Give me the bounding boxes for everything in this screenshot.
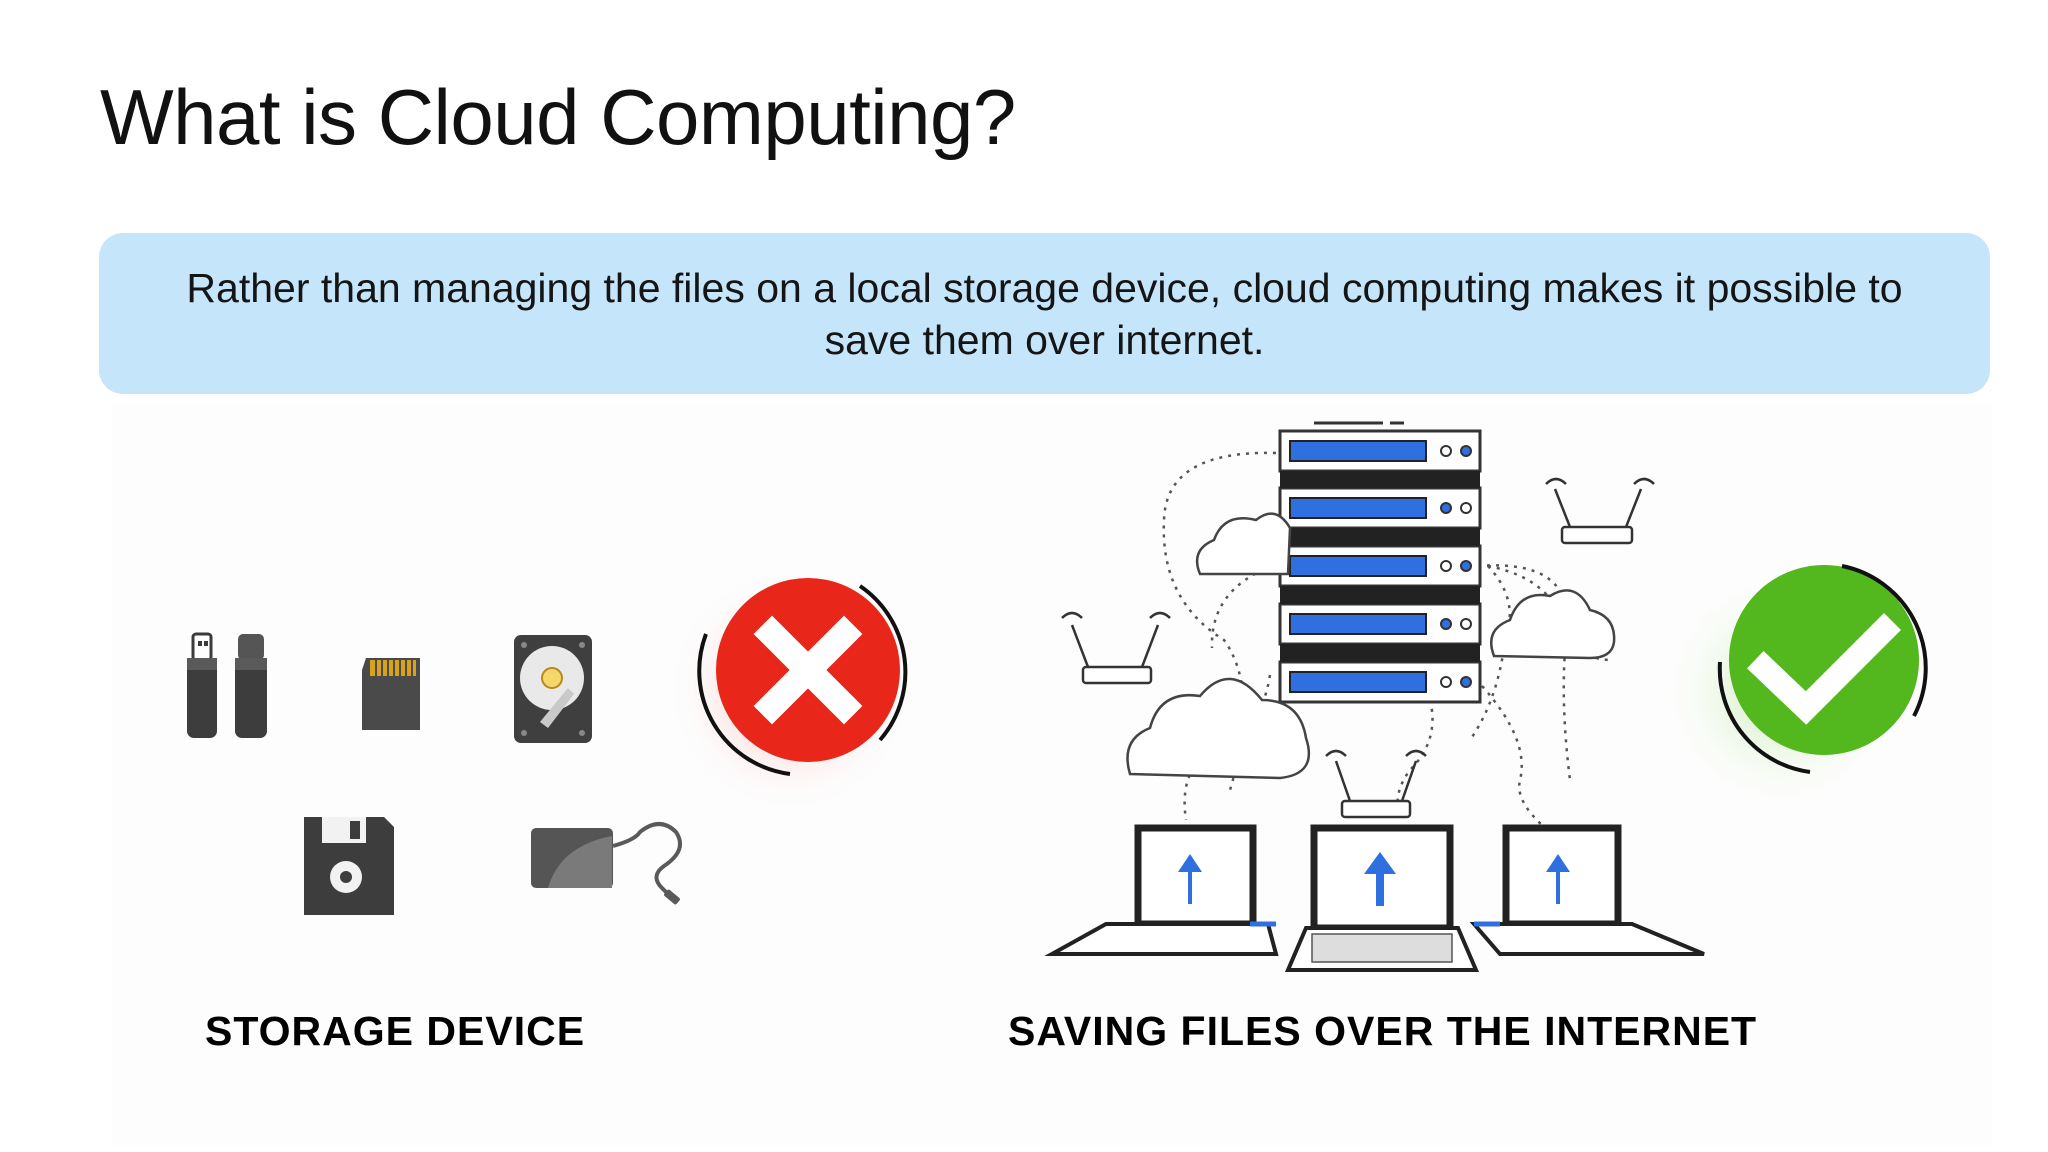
- router-icon: [1545, 477, 1655, 545]
- router-icon: [1325, 749, 1427, 819]
- hard-disk-icon: [514, 635, 592, 743]
- definition-callout: Rather than managing the files on a loca…: [99, 233, 1990, 394]
- laptop-upload-icon: [1284, 824, 1480, 972]
- storage-device-caption: STORAGE DEVICE: [205, 1008, 586, 1054]
- page-title: What is Cloud Computing?: [100, 73, 1016, 161]
- internet-saving-caption: SAVING FILES OVER THE INTERNET: [1008, 1008, 1758, 1054]
- check-mark-icon: [1655, 564, 1928, 815]
- sd-card-icon: [362, 658, 420, 730]
- server-rack-icon: [1278, 421, 1482, 704]
- floppy-disk-icon: [304, 817, 394, 915]
- cross-mark-icon: [665, 565, 915, 815]
- callout-text: Rather than managing the files on a loca…: [186, 264, 1903, 363]
- laptop-upload-icon: [1469, 824, 1705, 956]
- cloud-icon: [1126, 677, 1311, 780]
- cloud-icon: [1195, 512, 1292, 576]
- illustration-panel: [112, 405, 1992, 1145]
- cloud-icon: [1490, 589, 1616, 660]
- laptop-upload-icon: [1044, 824, 1279, 956]
- external-drive-icon: [531, 822, 682, 905]
- usb-drive-icon: [187, 632, 267, 738]
- router-icon: [1061, 611, 1171, 685]
